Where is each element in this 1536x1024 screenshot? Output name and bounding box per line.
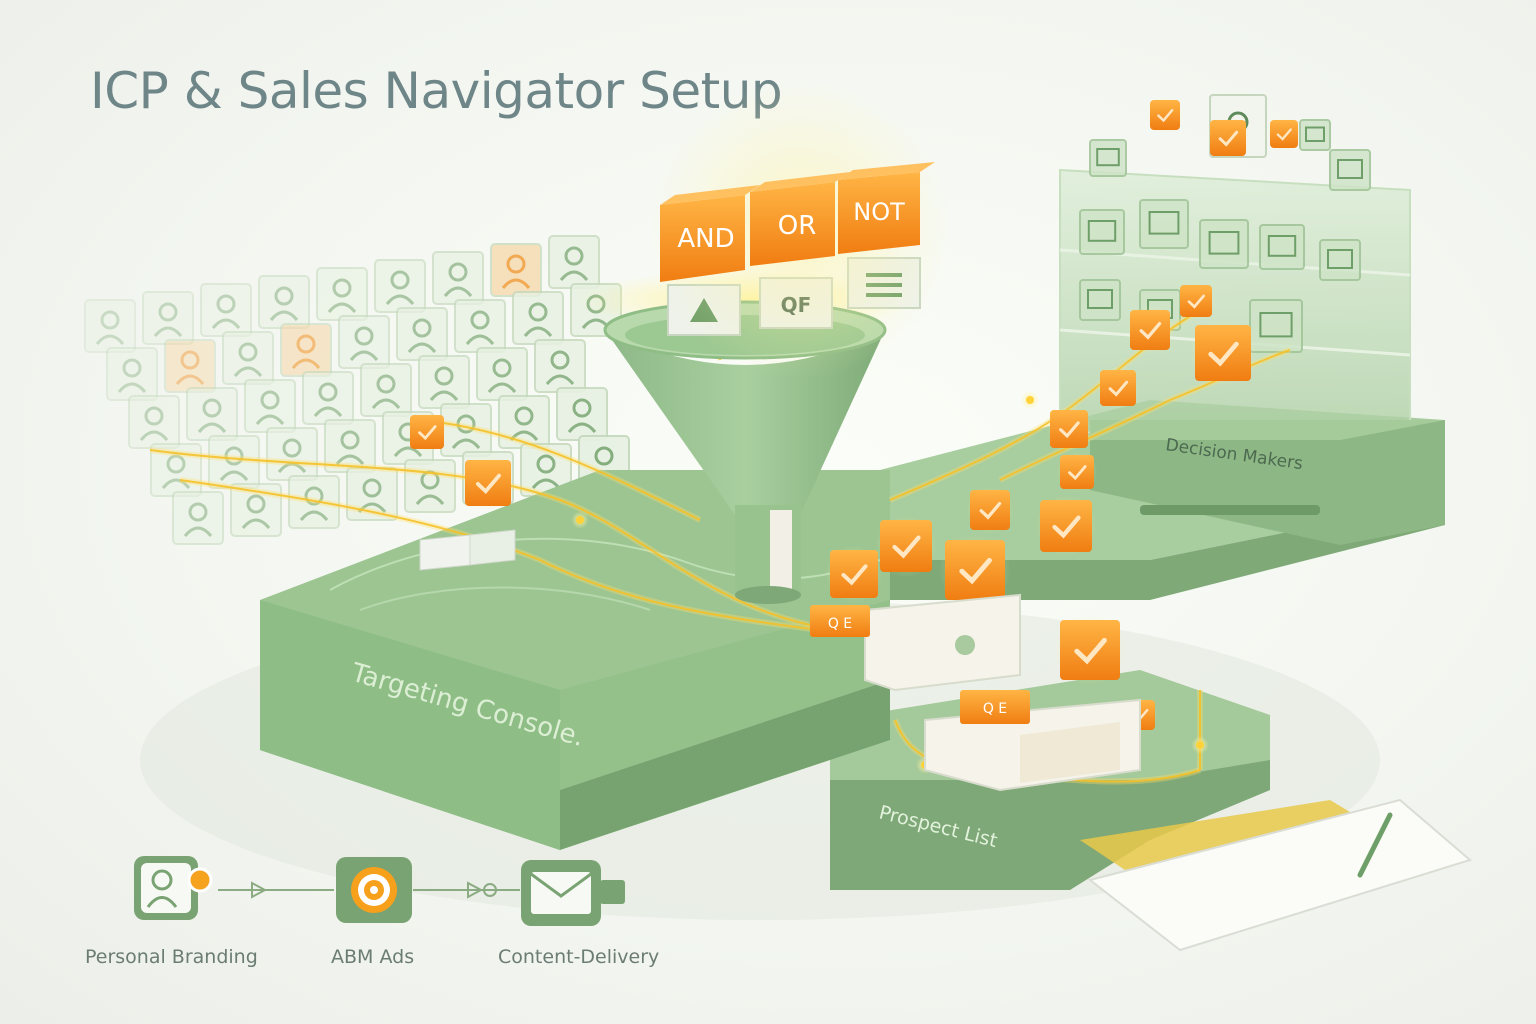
profile-card	[230, 483, 282, 537]
profile-card	[454, 299, 506, 353]
lead-card	[1176, 281, 1216, 321]
profile-card	[244, 379, 296, 433]
profile-card	[396, 307, 448, 361]
and-label: AND	[677, 224, 734, 254]
decision-maker-card	[1249, 299, 1303, 353]
profile-card	[418, 355, 470, 409]
profile-card	[280, 323, 332, 377]
profile-card	[498, 395, 550, 449]
lead-card	[939, 534, 1011, 606]
lead-card	[966, 486, 1014, 534]
profile-card	[338, 315, 390, 369]
or-label: OR	[778, 211, 817, 241]
page-title: ICP & Sales Navigator Setup	[90, 62, 783, 120]
workflow-label-abm-ads: ABM Ads	[331, 946, 415, 968]
lead-card	[1096, 366, 1140, 410]
lead-card	[1267, 117, 1301, 151]
profile-card	[200, 283, 252, 337]
profile-card	[404, 459, 456, 513]
lead-card	[1054, 614, 1126, 686]
tag-label: Q E	[828, 616, 852, 632]
lead-card	[1034, 494, 1098, 558]
workflow-label-personal-branding: Personal Branding	[85, 946, 258, 968]
profile-card	[432, 251, 484, 305]
profile-card	[164, 339, 216, 393]
not-label: NOT	[853, 198, 905, 226]
profile-card	[548, 235, 600, 289]
decision-maker-card	[1079, 279, 1121, 321]
profile-card	[266, 427, 318, 481]
workflow-label-content-delivery: Content-Delivery	[498, 946, 660, 968]
decision-maker-card	[1199, 219, 1249, 269]
profile-card	[128, 395, 180, 449]
profile-card	[316, 267, 368, 321]
profile-card	[172, 491, 224, 545]
profile-card	[374, 259, 426, 313]
profile-card	[106, 347, 158, 401]
lead-card	[406, 411, 448, 453]
lead-card	[874, 514, 938, 578]
decision-maker-card	[1139, 199, 1189, 249]
workflow-connectors	[218, 881, 520, 899]
targeting-console-platform	[260, 470, 890, 850]
lead-card	[825, 545, 883, 603]
decision-maker-card	[1299, 119, 1331, 151]
profile-card	[288, 475, 340, 529]
profile-card	[512, 291, 564, 345]
decision-maker-card	[1079, 209, 1125, 255]
lead-card	[1189, 319, 1257, 387]
profile-card	[490, 243, 542, 297]
or-operator-block: OR	[750, 172, 850, 266]
profile-card	[556, 387, 608, 441]
decision-maker-card	[1259, 224, 1305, 270]
profile-card	[534, 339, 586, 393]
lead-card	[1056, 451, 1098, 493]
profile-card	[142, 291, 194, 345]
profile-card	[84, 299, 136, 353]
envelope-icon	[521, 860, 625, 926]
tag-label: Q E	[983, 701, 1007, 717]
lead-card	[1046, 406, 1092, 452]
tag-blocks: Q E Q E	[810, 605, 1030, 724]
profile-card	[476, 347, 528, 401]
profile-card	[360, 363, 412, 417]
profile-badge-icon	[134, 856, 213, 920]
lead-card	[1126, 306, 1174, 354]
qualified-lead-cards	[406, 97, 1301, 733]
not-operator-block: NOT	[838, 162, 935, 254]
profile-card	[186, 387, 238, 441]
profile-card	[302, 371, 354, 425]
lead-card	[1147, 97, 1183, 133]
profile-card	[222, 331, 274, 385]
lead-card	[460, 455, 516, 511]
decision-maker-card	[1089, 139, 1127, 177]
decision-makers-cabinet	[1059, 94, 1445, 545]
logic-operators: AND OR NOT	[650, 80, 950, 380]
target-icon	[336, 857, 412, 923]
decision-maker-card	[1329, 149, 1371, 191]
decision-maker-card	[1319, 239, 1361, 281]
profile-card	[258, 275, 310, 329]
and-operator-block: AND	[660, 185, 760, 282]
lead-card	[1206, 116, 1250, 160]
